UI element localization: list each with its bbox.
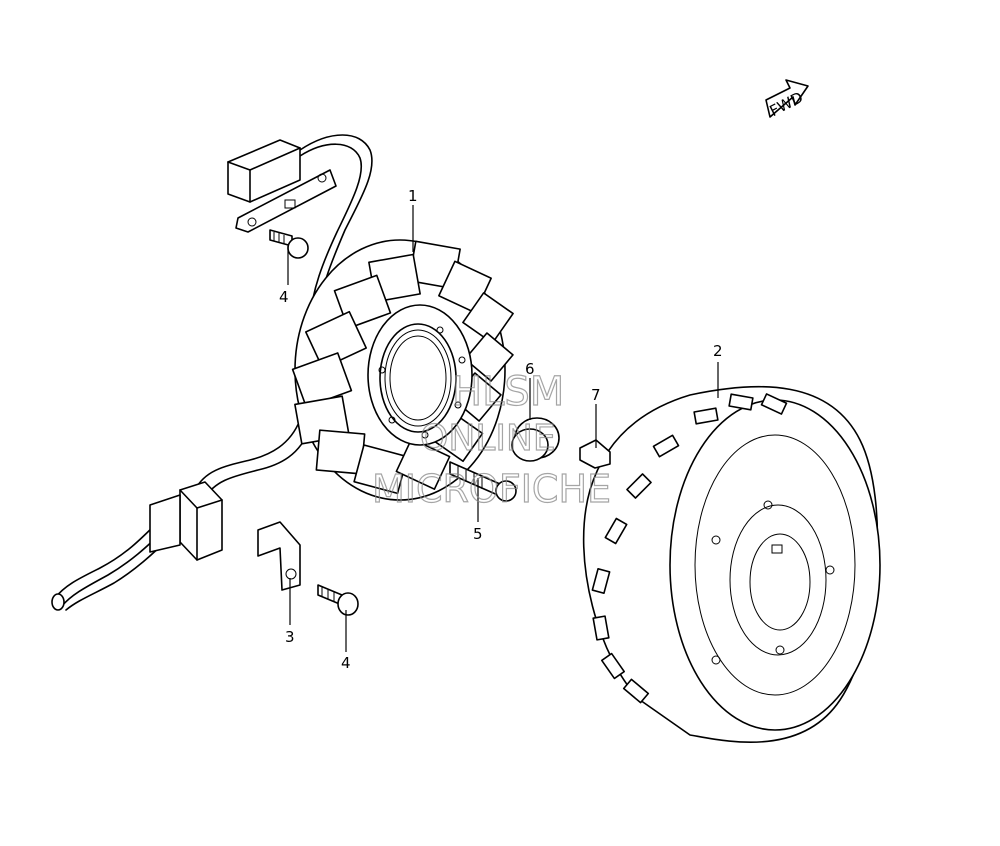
fwd-arrow-icon: FWD: [765, 79, 809, 120]
callout-5: 5: [473, 525, 483, 543]
fwd-arrow-label: FWD: [767, 88, 806, 120]
upper-connector: [227, 139, 337, 233]
callout-4-upper: 4: [279, 288, 289, 306]
bracket: [257, 521, 301, 591]
svg-text:ONLINE: ONLINE: [420, 418, 556, 459]
svg-text:HLSM: HLSM: [452, 369, 564, 415]
stator-coil-windings: [291, 240, 514, 495]
rotor-flywheel: [582, 385, 881, 744]
bolt-stator: [449, 461, 517, 502]
callout-7: 7: [591, 386, 601, 404]
watermark: HLSM ONLINE MICROFICHE: [371, 368, 611, 511]
key-part: [579, 439, 611, 469]
callout-4-lower: 4: [341, 654, 351, 672]
svg-text:MICROFICHE: MICROFICHE: [372, 467, 611, 511]
callout-6: 6: [525, 360, 535, 378]
callout-2: 2: [713, 342, 723, 360]
lower-connector: [149, 481, 223, 561]
spacer-part: [511, 417, 560, 462]
stator-wiring-harness: [51, 134, 373, 611]
stator-coil: [291, 239, 514, 501]
rotor-magnet-slots: [591, 393, 788, 704]
bolt-upper: [269, 229, 309, 259]
callout-1: 1: [408, 187, 418, 205]
callout-3: 3: [285, 628, 295, 646]
bolt-lower: [317, 584, 359, 616]
